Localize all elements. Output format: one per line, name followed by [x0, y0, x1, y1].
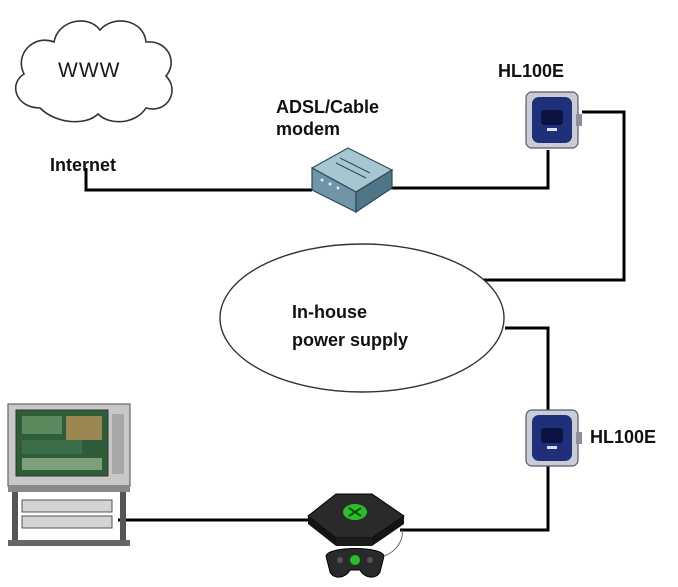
power-label-line2: power supply	[292, 330, 409, 350]
adapter-bottom-label: HL100E	[590, 427, 657, 447]
modem-label-line2: modem	[276, 119, 341, 139]
line-adapter-bottom-console	[400, 464, 550, 532]
line-internet-modem	[84, 168, 312, 192]
adapter-top-label: HL100E	[498, 61, 565, 81]
modem-label-line1: ADSL/Cable	[276, 97, 380, 117]
cloud-icon	[14, 20, 173, 123]
powerline-adapter-icon-bottom	[525, 409, 582, 467]
game-console-icon	[307, 493, 405, 546]
connection-lines	[84, 110, 626, 532]
power-supply-ellipse	[219, 243, 505, 393]
modem-icon	[310, 147, 394, 214]
power-supply-label: In-house power supply	[292, 298, 408, 354]
cloud-label: WWW	[58, 59, 121, 82]
modem-label: ADSL/Cable modem	[276, 96, 379, 140]
line-power-adapter-bottom	[505, 326, 550, 412]
tv-cabinet-icon	[7, 403, 131, 546]
power-label-line1: In-house	[292, 302, 367, 322]
internet-label: Internet	[50, 155, 117, 175]
line-adapter-top-power	[482, 110, 626, 282]
powerline-adapter-icon-top	[525, 91, 582, 149]
gamepad-icon	[325, 529, 403, 578]
line-modem-adapter-top	[382, 150, 550, 190]
